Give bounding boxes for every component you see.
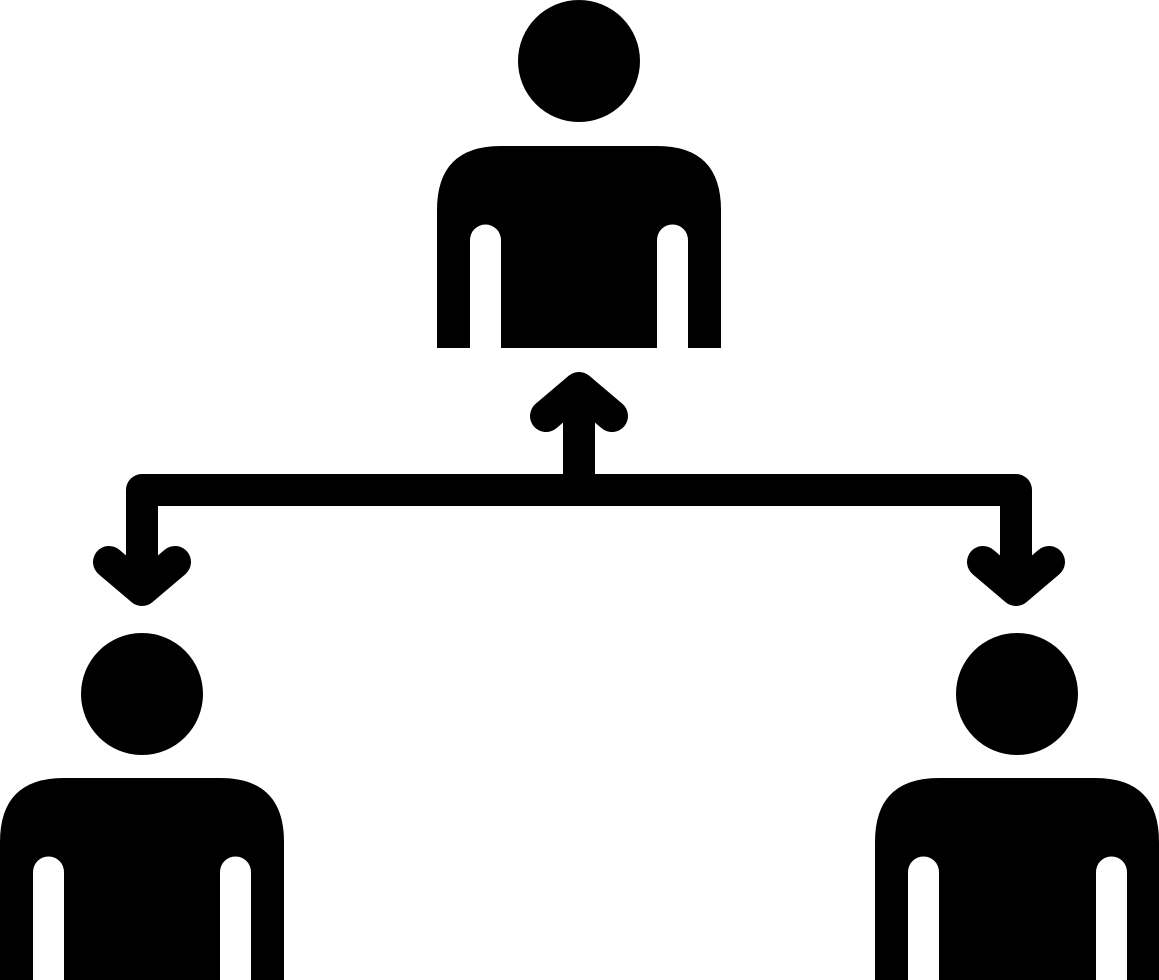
arrow-up-icon — [530, 372, 628, 432]
person-head — [518, 0, 640, 122]
person-body — [875, 778, 1159, 980]
connector-bar — [126, 474, 1032, 585]
person-body — [0, 778, 284, 980]
arrow-down-icon — [93, 546, 191, 606]
right-person-icon — [875, 633, 1159, 980]
left-person-icon — [0, 633, 284, 980]
top-person-icon — [437, 0, 721, 348]
arrow-down-icon — [967, 546, 1065, 606]
person-body — [437, 146, 721, 348]
person-head — [81, 633, 203, 755]
person-head — [956, 633, 1078, 755]
connector-tree — [93, 372, 1065, 606]
